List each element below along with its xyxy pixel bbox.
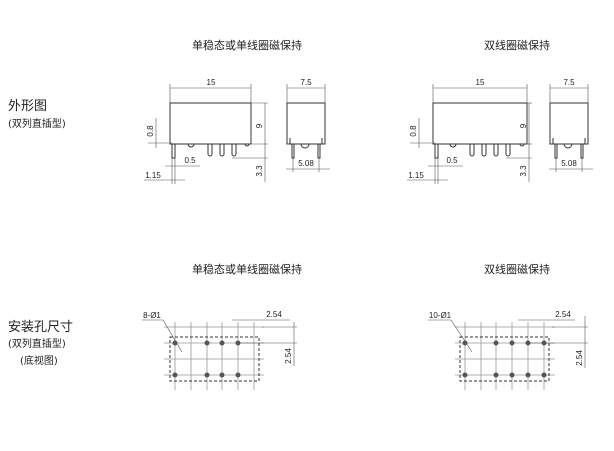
dim-pin-length: 3.3: [255, 165, 264, 177]
dim-height: 9: [519, 123, 528, 128]
dim-row-spacing: 5.08: [561, 159, 577, 168]
footprint-dual: 10-Ø1 2.54 2.54: [428, 310, 588, 390]
footprint-single: 8-Ø1 2.54 2.54: [142, 310, 297, 390]
dim-pin-offset: 0.8: [409, 125, 418, 137]
hole-count-label: 8-Ø1: [143, 311, 161, 320]
dim-pin-width: 0.5: [184, 156, 196, 165]
pitch-y-label: 2.54: [575, 350, 584, 366]
outline-section-subtitle: (双列直插型): [8, 119, 66, 130]
dim-length: 15: [207, 78, 216, 87]
dim-height: 9: [255, 123, 264, 128]
column-title-single-footprint: 单稳态或单线圈磁保持: [192, 262, 302, 276]
outline-drawing-single: 15 9 3.3 0.8 0.5 1.15 7.5 5.08: [144, 78, 330, 184]
dim-row-spacing: 5.08: [298, 159, 314, 168]
pitch-x-label: 2.54: [555, 310, 571, 319]
dim-pin-width: 0.5: [446, 156, 458, 165]
dim-width: 7.5: [563, 78, 575, 87]
dim-width: 7.5: [300, 78, 312, 87]
outline-drawing-dual: 15 9 3.3 0.8 0.5 1.15 7.5 5.08: [407, 78, 593, 184]
pitch-y-label: 2.54: [284, 348, 293, 364]
dim-pin-length: 3.3: [519, 165, 528, 177]
hole-count-label: 10-Ø1: [429, 311, 452, 320]
dim-pin-edge: 1.15: [145, 171, 161, 180]
mounting-section-note: (底视图): [20, 356, 58, 367]
column-title-dual: 双线圈磁保持: [484, 38, 550, 52]
pitch-x-label: 2.54: [266, 310, 282, 319]
dim-pin-edge: 1.15: [408, 171, 424, 180]
outline-section-title: 外形图: [8, 99, 48, 114]
dim-pin-offset: 0.8: [146, 125, 155, 137]
dim-length: 15: [476, 78, 485, 87]
mounting-section-subtitle: (双列直插型): [8, 339, 66, 350]
mounting-section-title: 安装孔尺寸: [8, 320, 74, 335]
column-title-single: 单稳态或单线圈磁保持: [192, 38, 302, 52]
column-title-dual-footprint: 双线圈磁保持: [484, 262, 550, 276]
